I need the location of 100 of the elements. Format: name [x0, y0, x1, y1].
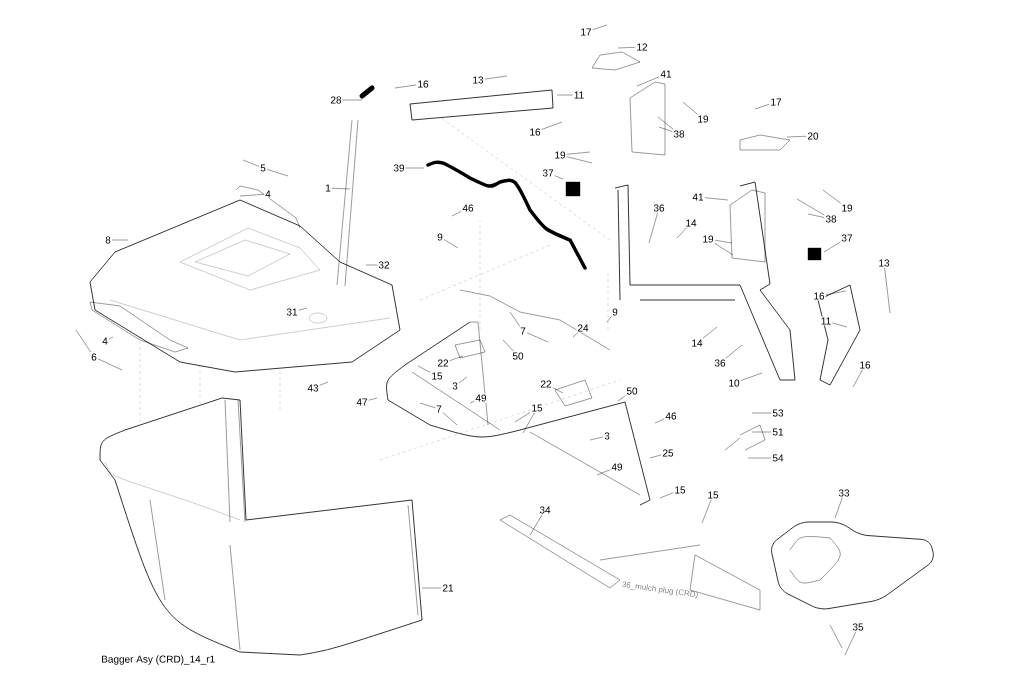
- leader-line: [796, 198, 825, 216]
- callout-number: 19: [553, 150, 567, 160]
- leader-line: [331, 188, 351, 190]
- leader-line: [654, 418, 665, 424]
- callout-number: 50: [511, 351, 525, 361]
- leader-line: [852, 369, 863, 388]
- leader-line: [786, 136, 807, 138]
- leader-line: [682, 101, 698, 115]
- leader-line: [702, 326, 718, 339]
- callout-number: 22: [436, 358, 450, 368]
- callout-number: 19: [701, 234, 715, 244]
- leader-line: [658, 126, 673, 132]
- leader-line: [365, 264, 378, 266]
- callout-number: 25: [661, 448, 675, 458]
- callout-number: 38: [672, 129, 686, 139]
- leader-line: [484, 75, 508, 80]
- callout-number: 11: [572, 90, 586, 100]
- callout-number: 49: [610, 462, 624, 472]
- leader-line: [823, 241, 841, 253]
- leader-line: [617, 395, 626, 402]
- leader-line: [606, 316, 612, 323]
- leader-line: [242, 159, 260, 167]
- callout-number: 22: [539, 379, 553, 389]
- leader-line: [676, 227, 687, 239]
- callout-number: 37: [840, 233, 854, 243]
- leader-line: [342, 99, 363, 101]
- leader-line: [740, 372, 763, 381]
- leader-line: [552, 387, 564, 394]
- callout-number: 54: [771, 453, 785, 463]
- callout-number: 14: [684, 218, 698, 228]
- callout-number: 19: [696, 114, 710, 124]
- callout-number: 3: [451, 381, 459, 391]
- leader-line: [648, 212, 658, 244]
- leader-line: [714, 243, 734, 256]
- leader-line: [825, 290, 847, 295]
- leader-line: [617, 47, 636, 49]
- callout-number: 41: [691, 192, 705, 202]
- leader-line: [566, 151, 591, 155]
- leader-line: [834, 497, 843, 519]
- leader-line: [298, 307, 308, 311]
- leader-line: [443, 239, 459, 249]
- callout-number: 47: [355, 397, 369, 407]
- leader-line: [556, 94, 573, 96]
- callout-number: 51: [771, 427, 785, 437]
- leader-line: [701, 499, 712, 524]
- callout-number: 49: [474, 393, 488, 403]
- leader-line: [832, 322, 848, 328]
- leader-line: [541, 121, 563, 130]
- leader-line: [421, 587, 442, 589]
- leader-line: [714, 239, 733, 244]
- callout-number: 4: [264, 189, 272, 199]
- leader-line: [239, 194, 265, 197]
- callout-number: 16: [528, 127, 542, 137]
- leader-line: [529, 514, 543, 536]
- leader-line: [844, 631, 856, 656]
- callout-number: 13: [877, 258, 891, 268]
- leader-line: [75, 329, 92, 353]
- leader-line: [751, 412, 772, 414]
- callout-number: 41: [659, 69, 673, 79]
- callout-number: 36: [652, 203, 666, 213]
- callout-number: 17: [579, 27, 593, 37]
- callout-number: 16: [858, 360, 872, 370]
- callout-number: 16: [812, 291, 826, 301]
- callout-number: 3: [603, 431, 611, 441]
- leader-line: [319, 381, 329, 386]
- callout-number: 46: [461, 203, 475, 213]
- leader-line: [596, 469, 611, 476]
- callout-number: 8: [104, 235, 112, 245]
- callout-number: 12: [635, 42, 649, 52]
- leader-line: [554, 175, 564, 180]
- callout-number: 9: [436, 232, 444, 242]
- callout-number: 37: [541, 168, 555, 178]
- callout-number: 50: [625, 386, 639, 396]
- callout-number: 33: [837, 488, 851, 498]
- callout-number: 53: [771, 408, 785, 418]
- part-label: 36_mulch plug (CRD): [622, 581, 698, 599]
- caption: Bagger Asy (CRD)_14_r1: [102, 655, 215, 665]
- leader-line: [704, 197, 729, 201]
- leader-line: [451, 211, 462, 217]
- callout-number: 7: [519, 326, 527, 336]
- leader-line: [636, 76, 660, 87]
- leader-line: [394, 84, 417, 89]
- callout-number: 17: [769, 97, 783, 107]
- leader-line: [108, 336, 114, 340]
- leader-line: [458, 376, 468, 384]
- leader-line: [807, 213, 825, 218]
- callout-number: 11: [819, 316, 833, 326]
- leader-line: [97, 358, 123, 371]
- leader-line: [469, 400, 475, 404]
- leader-line: [725, 344, 743, 359]
- callout-number: 9: [611, 307, 619, 317]
- callout-number: 16: [416, 79, 430, 89]
- leader-line: [657, 116, 674, 130]
- callout-number: 32: [377, 260, 391, 270]
- callout-number: 14: [690, 338, 704, 348]
- leader-line: [572, 332, 578, 338]
- leader-line: [566, 156, 593, 164]
- leader-line: [589, 436, 604, 441]
- callout-number: 4: [101, 336, 109, 346]
- callout-number: 31: [285, 307, 299, 317]
